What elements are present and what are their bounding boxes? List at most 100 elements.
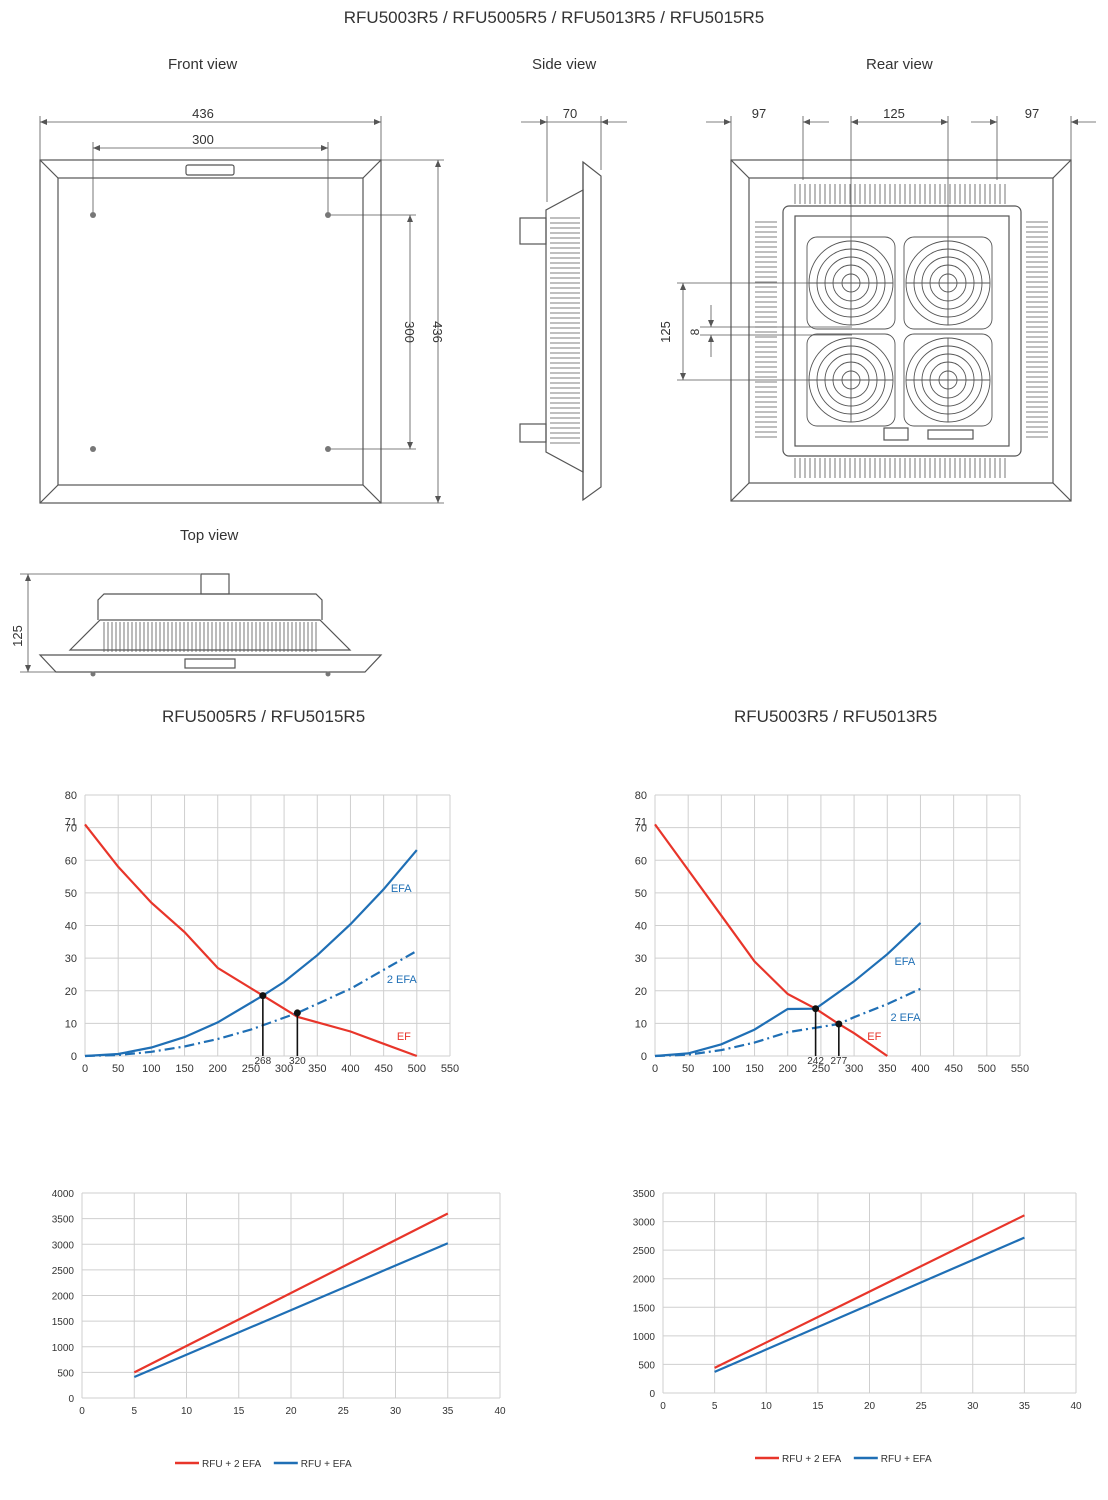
series-ef-line (84, 823, 418, 1058)
x-tick-label: 50 (112, 1063, 124, 1075)
series-label: 2 EFA (890, 1012, 921, 1024)
x-tick-label: 500 (408, 1063, 426, 1075)
chart-3-grid (662, 1192, 1077, 1394)
x-tick-label: 250 (812, 1063, 830, 1075)
intersection-label: 277 (830, 1056, 847, 1067)
x-tick-label: 350 (308, 1063, 326, 1075)
y-tick-label: 3500 (633, 1189, 656, 1200)
y-tick-label: 3000 (52, 1240, 75, 1251)
x-tick-label: 550 (441, 1063, 459, 1075)
dim-rear-fan-gap: 8 (688, 328, 702, 335)
x-tick-label: 15 (233, 1406, 245, 1417)
dim-rear-right: 97 (1025, 106, 1039, 121)
y-tick-label: 80 (635, 790, 647, 802)
y-tick-label: 20 (65, 986, 77, 998)
chart-1-grid (654, 794, 1021, 1057)
side-view-label: Side view (532, 56, 597, 73)
dim-rear-center: 125 (883, 106, 905, 121)
dim-front-hole-x: 300 (192, 132, 214, 147)
x-tick-label: 15 (812, 1401, 824, 1412)
series-label: EFA (391, 883, 412, 895)
x-tick-label: 150 (175, 1063, 193, 1075)
series-label: 2 EFA (387, 974, 418, 986)
dim-rear-left: 97 (752, 106, 766, 121)
intersection-point (835, 1020, 843, 1028)
y-tick-label: 1500 (633, 1303, 656, 1314)
x-tick-label: 200 (209, 1063, 227, 1075)
y-tick-label-extra: 71 (65, 816, 77, 828)
y-tick-label: 1000 (52, 1343, 75, 1354)
x-tick-label: 200 (779, 1063, 797, 1075)
x-tick-label: 450 (374, 1063, 392, 1075)
x-tick-label: 550 (1011, 1063, 1029, 1075)
y-tick-label: 10 (65, 1018, 77, 1030)
dim-front-height: 436 (430, 321, 445, 343)
x-tick-label: 25 (916, 1401, 928, 1412)
x-tick-label: 500 (978, 1063, 996, 1075)
y-tick-label: 30 (635, 953, 647, 965)
y-tick-label: 0 (649, 1389, 655, 1400)
x-tick-label: 30 (967, 1401, 979, 1412)
side-view-drawing (519, 116, 627, 502)
dim-side-depth: 70 (563, 106, 577, 121)
x-tick-label: 400 (911, 1063, 929, 1075)
x-tick-label: 250 (242, 1063, 260, 1075)
y-tick-label: 20 (635, 986, 647, 998)
intersection-label: 268 (255, 1056, 272, 1067)
x-tick-label: 25 (338, 1406, 350, 1417)
x-tick-label: 20 (285, 1406, 297, 1417)
y-tick-label: 500 (638, 1360, 655, 1371)
x-tick-label: 30 (390, 1406, 402, 1417)
front-view-drawing (39, 116, 444, 504)
intersection-point (259, 992, 267, 1000)
series-rfu-2-efa-line (714, 1214, 1025, 1369)
y-tick-label: 0 (68, 1394, 74, 1405)
legend-entry: RFU + 2 EFA (782, 1454, 842, 1465)
x-tick-label: 100 (142, 1063, 160, 1075)
x-tick-label: 450 (944, 1063, 962, 1075)
series-efa-line (654, 922, 922, 1058)
y-tick-label: 40 (65, 921, 77, 933)
series-ef-line (654, 823, 888, 1057)
y-tick-label: 70 (65, 823, 77, 835)
y-tick-label: 2500 (52, 1266, 75, 1277)
series-label: EF (867, 1031, 881, 1043)
rear-view-drawing (677, 116, 1096, 502)
x-tick-label: 300 (845, 1063, 863, 1075)
y-tick-label: 500 (57, 1368, 74, 1379)
x-tick-label: 10 (761, 1401, 773, 1412)
x-tick-label: 35 (1019, 1401, 1031, 1412)
chart2-title: RFU5003R5 / RFU5013R5 (734, 707, 938, 726)
front-view-label: Front view (168, 56, 238, 73)
chart1-title: RFU5005R5 / RFU5015R5 (162, 707, 366, 726)
series-2-efa-line (84, 949, 418, 1058)
y-tick-label: 60 (635, 855, 647, 867)
chart-0-grid (84, 794, 451, 1057)
y-tick-label: 1500 (52, 1317, 75, 1328)
x-tick-label: 10 (181, 1406, 193, 1417)
intersection-point (293, 1009, 301, 1017)
legend-entry: RFU + EFA (881, 1454, 932, 1465)
intersection-point (812, 1005, 820, 1013)
series-label: EFA (894, 956, 915, 968)
y-tick-label: 70 (635, 823, 647, 835)
x-tick-label: 20 (864, 1401, 876, 1412)
x-tick-label: 40 (494, 1406, 506, 1417)
series-rfu-efa-line (714, 1236, 1025, 1373)
dim-top-height: 125 (10, 625, 25, 647)
x-tick-label: 350 (878, 1063, 896, 1075)
y-tick-label: 50 (65, 888, 77, 900)
y-tick-label: 3500 (52, 1215, 75, 1226)
y-tick-label: 50 (635, 888, 647, 900)
y-tick-label: 1000 (633, 1332, 656, 1343)
y-tick-label: 0 (71, 1051, 77, 1063)
x-tick-label: 100 (712, 1063, 730, 1075)
y-tick-label: 4000 (52, 1189, 75, 1200)
top-view-label: Top view (180, 527, 239, 544)
intersection-label: 242 (807, 1056, 824, 1067)
legend-entry: RFU + EFA (301, 1459, 352, 1470)
top-view-drawing (20, 573, 383, 677)
